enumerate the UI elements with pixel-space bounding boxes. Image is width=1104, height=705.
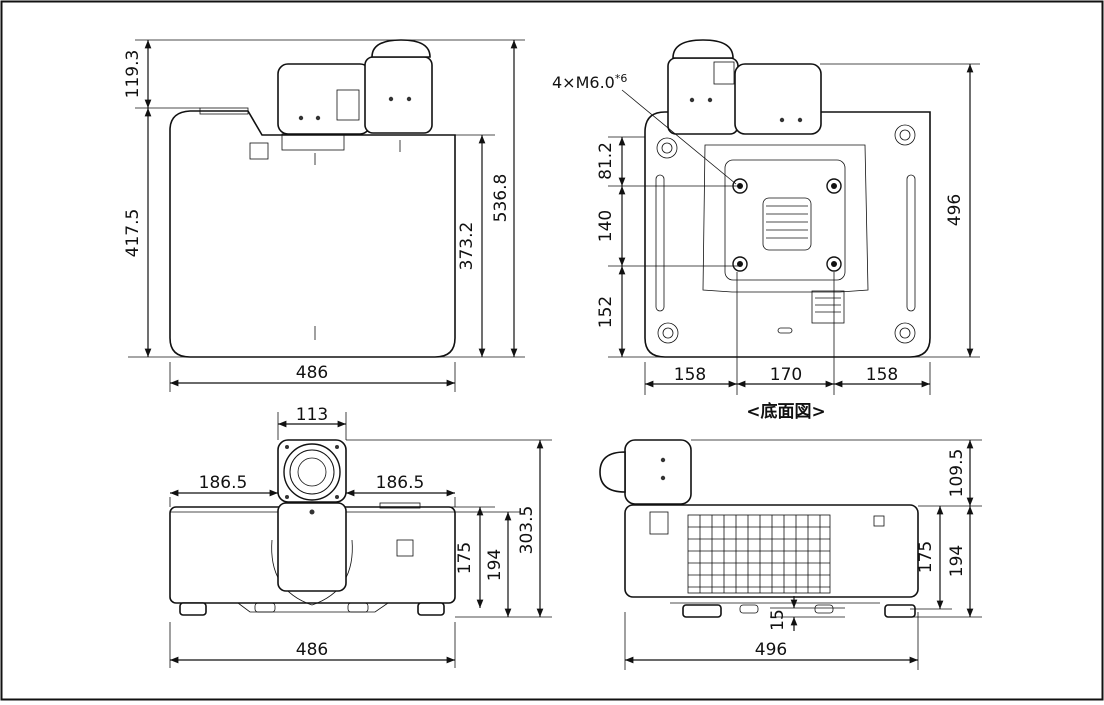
bottom-view: 4×M6.0*6 81.2 140 152 496 158 170 158 <底…	[552, 39, 980, 422]
dim-side-height-175: 175	[916, 541, 936, 573]
side-view-vent-grid	[687, 514, 831, 594]
screw-label: 4×M6.0*6	[552, 72, 627, 92]
dim-side-foot: 15	[768, 609, 788, 631]
bottom-view-fan-grill	[762, 197, 812, 251]
dim-bottom-hole-pitch-h: 170	[770, 365, 802, 385]
side-view-port	[649, 511, 669, 535]
dim-bottom-hole-pitch-v: 140	[596, 210, 616, 242]
bottom-view-caption: <底面図>	[746, 401, 826, 422]
top-view-lens-housing	[277, 63, 371, 135]
bottom-view-lens-block	[667, 57, 739, 135]
dim-top-width: 486	[296, 363, 328, 383]
top-view-panel	[336, 89, 360, 121]
bottom-view-panel	[702, 144, 869, 293]
side-view-feet	[670, 602, 916, 618]
side-view: 109.5 175 194 15 496	[599, 439, 982, 670]
dim-top-body-depth: 417.5	[123, 209, 143, 258]
side-view-lens-dome	[599, 451, 626, 493]
front-view-feet	[179, 602, 445, 616]
bottom-view-slot-right	[906, 174, 916, 312]
front-view: 113 186.5 186.5 175 194 303.5 486	[169, 405, 552, 668]
dim-top-total-depth: 536.8	[491, 174, 511, 223]
top-view-connector	[281, 133, 345, 151]
dim-front-height-194: 194	[485, 549, 505, 581]
top-view-lens-block	[364, 56, 433, 134]
front-view-lens	[283, 443, 341, 501]
dim-front-lens-width: 113	[296, 405, 328, 425]
dim-bottom-rear-offset: 152	[596, 296, 616, 328]
bottom-view-lens-housing	[734, 63, 822, 135]
top-view-vent	[199, 107, 249, 115]
front-view-sensor	[396, 539, 414, 557]
dim-bottom-total-depth: 496	[945, 194, 965, 226]
dim-side-depth: 496	[755, 640, 787, 660]
bottom-view-body	[644, 111, 931, 358]
bottom-view-feet	[656, 124, 916, 344]
bottom-view-slot-left	[655, 174, 665, 312]
bottom-view-leader	[621, 89, 737, 185]
bottom-view-vent	[811, 290, 845, 324]
dim-front-right-offset: 186.5	[376, 473, 425, 493]
dim-front-width: 486	[296, 640, 328, 660]
dim-front-total-height: 303.5	[517, 506, 537, 555]
dim-top-lens-height: 119.3	[123, 50, 143, 99]
top-view: 119.3 417.5 373.2 536.8 486	[123, 39, 525, 392]
dim-bottom-left-offset: 158	[674, 365, 706, 385]
dim-top-inner-depth: 373.2	[457, 222, 477, 271]
bottom-view-lens-dome	[672, 39, 734, 59]
dim-bottom-front-offset: 81.2	[596, 142, 616, 180]
dim-front-height-175: 175	[455, 542, 475, 574]
top-view-body	[169, 110, 456, 358]
dim-bottom-right-offset: 158	[866, 365, 898, 385]
dim-side-lens-height: 109.5	[947, 449, 967, 498]
side-view-lens-block	[624, 439, 692, 505]
dim-front-left-offset: 186.5	[199, 473, 248, 493]
dim-side-height-194: 194	[947, 545, 967, 577]
front-view-lens-block	[277, 502, 347, 592]
top-view-lens-dome	[371, 39, 431, 58]
front-view-lens-ring	[271, 539, 353, 606]
side-view-sensor	[873, 515, 885, 527]
top-view-sensor	[249, 142, 269, 160]
